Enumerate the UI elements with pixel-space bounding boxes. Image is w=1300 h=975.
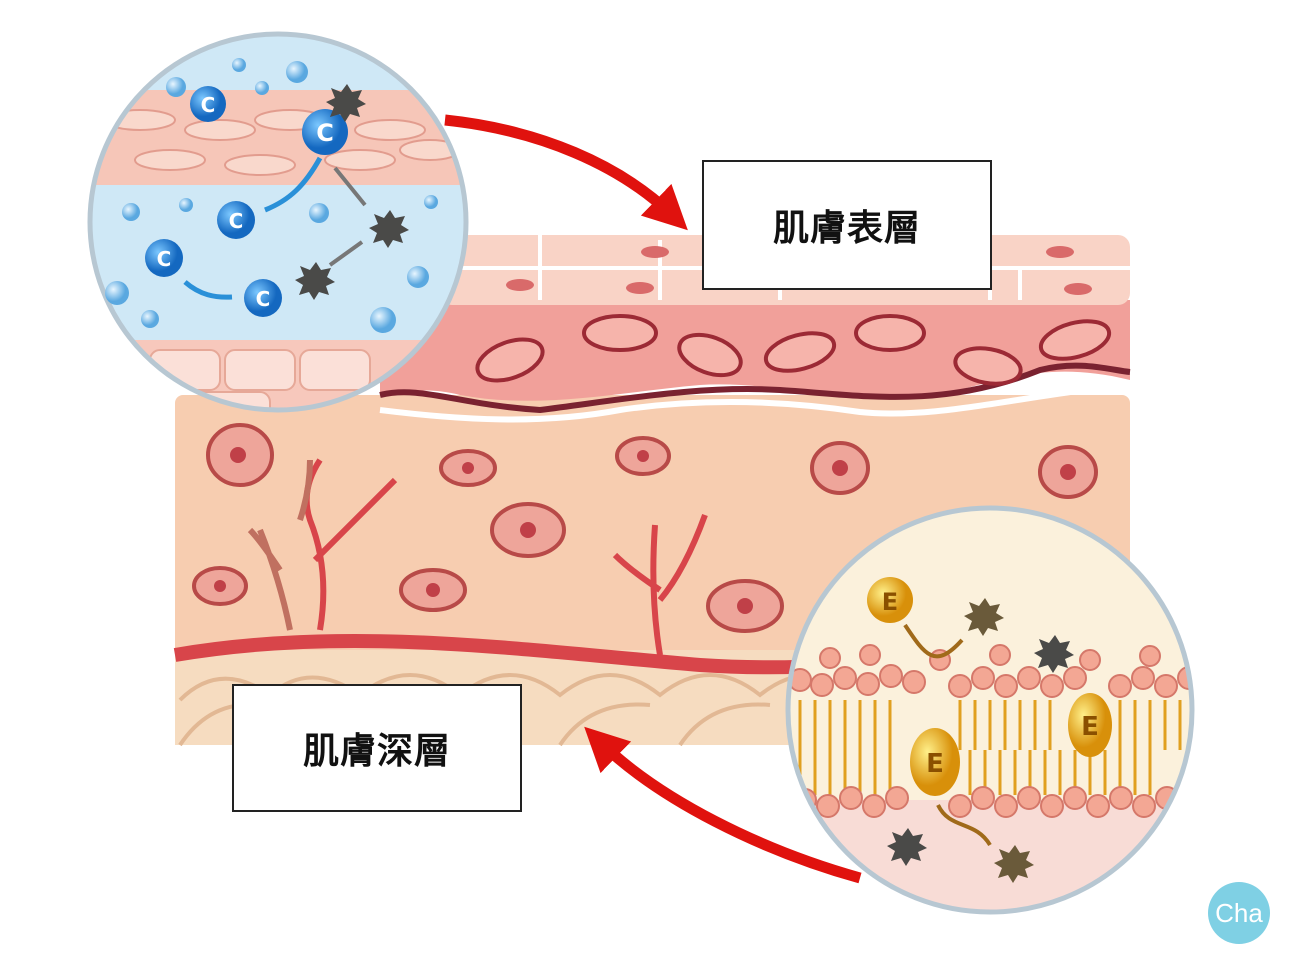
svg-text:E: E (1081, 712, 1099, 742)
free-radicals (295, 84, 409, 300)
vitamin-e-molecules: E E E (867, 577, 1112, 796)
vitamin-c-arrows (183, 156, 323, 300)
vitamin-e-molecule: E (910, 728, 960, 796)
free-radicals (887, 598, 1074, 883)
svg-text:E: E (882, 588, 898, 616)
vitamin-e-arrows (903, 623, 992, 847)
vitamin-c-molecule: C (217, 201, 255, 239)
dermis-nuclei (214, 447, 1076, 614)
phospholipid-heads (788, 644, 1192, 818)
water-bubbles (105, 58, 438, 333)
arrow-to-deep-layer (584, 726, 862, 884)
surface-layer-label: 肌膚表層 (702, 160, 992, 290)
svg-text:E: E (926, 749, 944, 779)
cha-logo: Cha (1208, 882, 1270, 944)
vitamin-c-molecule: C (145, 239, 183, 277)
vitamin-e-molecule: E (867, 577, 913, 623)
vitamin-c-molecules: C C C C C (145, 86, 348, 317)
arrow-to-surface-layer (444, 114, 688, 231)
svg-text:C: C (256, 287, 271, 311)
vitamin-c-molecule: C (190, 86, 226, 122)
vitamin-c-molecule: C (302, 109, 348, 155)
svg-text:C: C (157, 247, 172, 271)
svg-text:C: C (201, 93, 216, 117)
dermis-cells (192, 423, 1098, 633)
epidermis-nuclei (506, 246, 1092, 295)
svg-text:C: C (229, 209, 244, 233)
vitamin-c-molecule: C (244, 279, 282, 317)
capillaries (247, 458, 708, 656)
neutralize-arrows (328, 166, 367, 267)
svg-text:C: C (316, 119, 334, 147)
deep-layer-label: 肌膚深層 (232, 684, 522, 812)
basal-layer (380, 300, 1130, 401)
vitamin-e-molecule: E (1068, 693, 1112, 757)
basal-cells (475, 314, 1112, 386)
